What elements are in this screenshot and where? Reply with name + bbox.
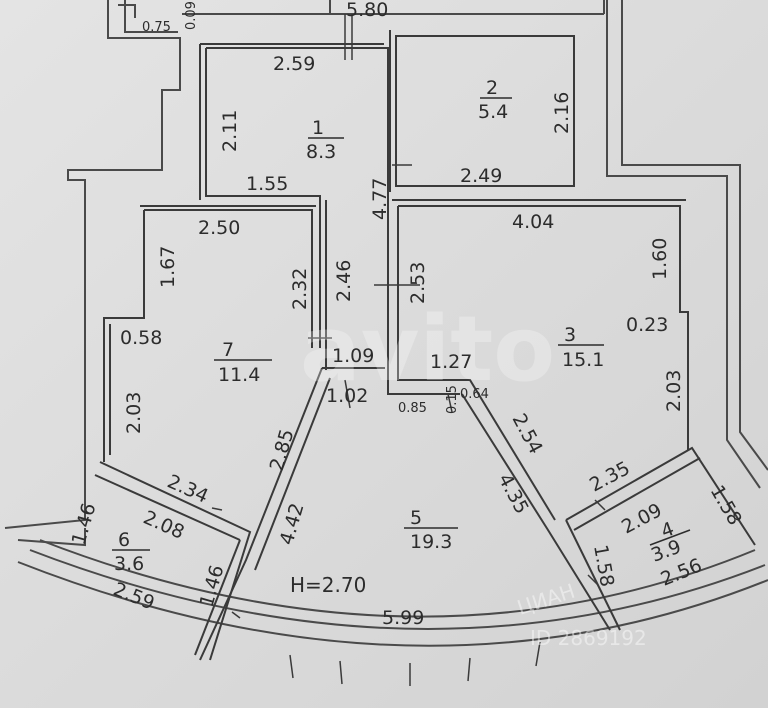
watermark-logo: avito bbox=[300, 297, 555, 402]
room-7-number: 7 bbox=[222, 339, 234, 361]
dim-mid-0-15: 0.15 bbox=[445, 385, 460, 414]
exterior-walls bbox=[4, 0, 768, 647]
dim-r1-top: 2.59 bbox=[273, 53, 315, 75]
room-3-number: 3 bbox=[564, 324, 576, 346]
dim-mid-1-02: 1.02 bbox=[326, 385, 368, 407]
dim-mid-0-85: 0.85 bbox=[398, 401, 427, 416]
dim-top-left-vertical: 0.09 bbox=[184, 1, 199, 30]
room-2-number: 2 bbox=[486, 77, 498, 99]
dim-mid-1-27: 1.27 bbox=[430, 351, 472, 373]
room-5-number: 5 bbox=[410, 507, 422, 529]
ceiling-height: H=2.70 bbox=[290, 573, 366, 597]
room-2-area: 5.4 bbox=[478, 101, 508, 123]
dim-r7-right: 2.32 bbox=[289, 268, 311, 310]
dim-r7-step: 0.58 bbox=[120, 327, 162, 349]
room-7-area: 11.4 bbox=[218, 364, 260, 386]
room-6-number: 6 bbox=[118, 529, 130, 551]
dim-r3-top: 4.04 bbox=[512, 211, 554, 233]
dim-r3-step: 0.23 bbox=[626, 314, 668, 336]
dim-r1-right: 4.77 bbox=[369, 178, 391, 220]
dim-r2-bottom: 2.49 bbox=[460, 165, 502, 187]
room-1-area: 8.3 bbox=[306, 141, 336, 163]
dim-r1-left: 2.11 bbox=[219, 110, 241, 152]
dim-r2-right: 2.16 bbox=[551, 92, 573, 134]
watermark-id: ID 2869192 bbox=[530, 626, 647, 650]
dim-r7-left-upper: 1.67 bbox=[157, 246, 179, 288]
dim-r3-right-lower: 2.03 bbox=[663, 370, 685, 412]
dim-r7-top: 2.50 bbox=[198, 217, 240, 239]
dim-top-left-small: 0.75 bbox=[142, 20, 171, 35]
room-4-divider bbox=[649, 529, 691, 546]
window-marks bbox=[211, 14, 606, 686]
dim-r7-left-lower: 2.03 bbox=[123, 392, 145, 434]
room-1-number: 1 bbox=[312, 117, 324, 139]
dim-corridor-left: 2.46 bbox=[333, 260, 355, 302]
dim-top-width: 5.80 bbox=[346, 0, 388, 21]
room-6-area: 3.6 bbox=[114, 553, 144, 575]
room-3-area: 15.1 bbox=[562, 349, 604, 371]
dim-corridor-right: 2.53 bbox=[407, 262, 429, 304]
room-5-area: 19.3 bbox=[410, 531, 452, 553]
dim-r5-bottom: 5.99 bbox=[382, 607, 424, 629]
dim-r3-right-upper: 1.60 bbox=[649, 238, 671, 280]
dim-r1-bottom: 1.55 bbox=[246, 173, 288, 195]
interior-walls bbox=[94, 30, 756, 661]
dim-mid-0-64: 0.64 bbox=[460, 387, 489, 402]
dim-mid-1-09: 1.09 bbox=[332, 345, 374, 367]
